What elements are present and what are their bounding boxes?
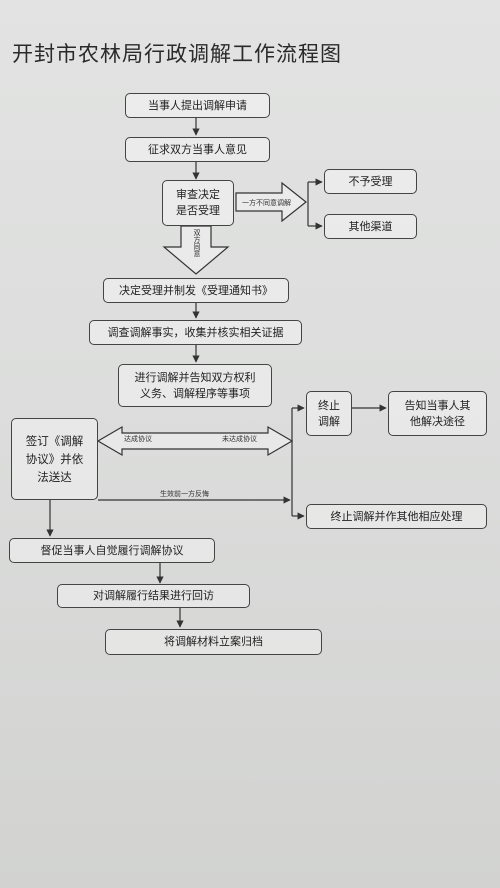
label-not-reached: 未达成协议 xyxy=(222,435,257,443)
block-arrow-agree xyxy=(162,225,230,275)
step-investigate: 调查调解事实，收集并核实相关证据 xyxy=(89,320,302,345)
step-sign-agreement: 签订《调解 协议》并依 法送达 xyxy=(11,418,98,500)
step-terminate-other: 终止调解并作其他相应处理 xyxy=(306,504,487,529)
step-follow-up: 对调解履行结果进行回访 xyxy=(57,584,250,608)
label-regret: 生效前一方反悔 xyxy=(160,490,209,498)
page-title: 开封市农林局行政调解工作流程图 xyxy=(12,42,342,66)
step-other-channels: 其他渠道 xyxy=(324,214,417,239)
block-arrow-disagree xyxy=(235,181,307,223)
step-reject: 不予受理 xyxy=(324,169,417,194)
step-accept-notice: 决定受理并制发《受理通知书》 xyxy=(103,278,289,303)
label-reached: 达成协议 xyxy=(124,435,152,443)
label-agree: 双方同意 xyxy=(193,229,201,257)
step-terminate: 终止 调解 xyxy=(306,391,352,436)
step-submit-application: 当事人提出调解申请 xyxy=(125,93,270,118)
step-solicit-opinions: 征求双方当事人意见 xyxy=(125,137,270,162)
step-archive: 将调解材料立案归档 xyxy=(105,629,322,655)
step-urge-performance: 督促当事人自觉履行调解协议 xyxy=(9,538,215,563)
step-review-decision: 审查决定 是否受理 xyxy=(162,180,234,226)
label-disagree: 一方不同意调解 xyxy=(242,199,291,207)
step-inform-other-ways: 告知当事人其 他解决途径 xyxy=(388,391,487,436)
double-arrow-agreement xyxy=(96,425,294,457)
step-mediate-inform: 进行调解并告知双方权利 义务、调解程序等事项 xyxy=(118,364,272,407)
